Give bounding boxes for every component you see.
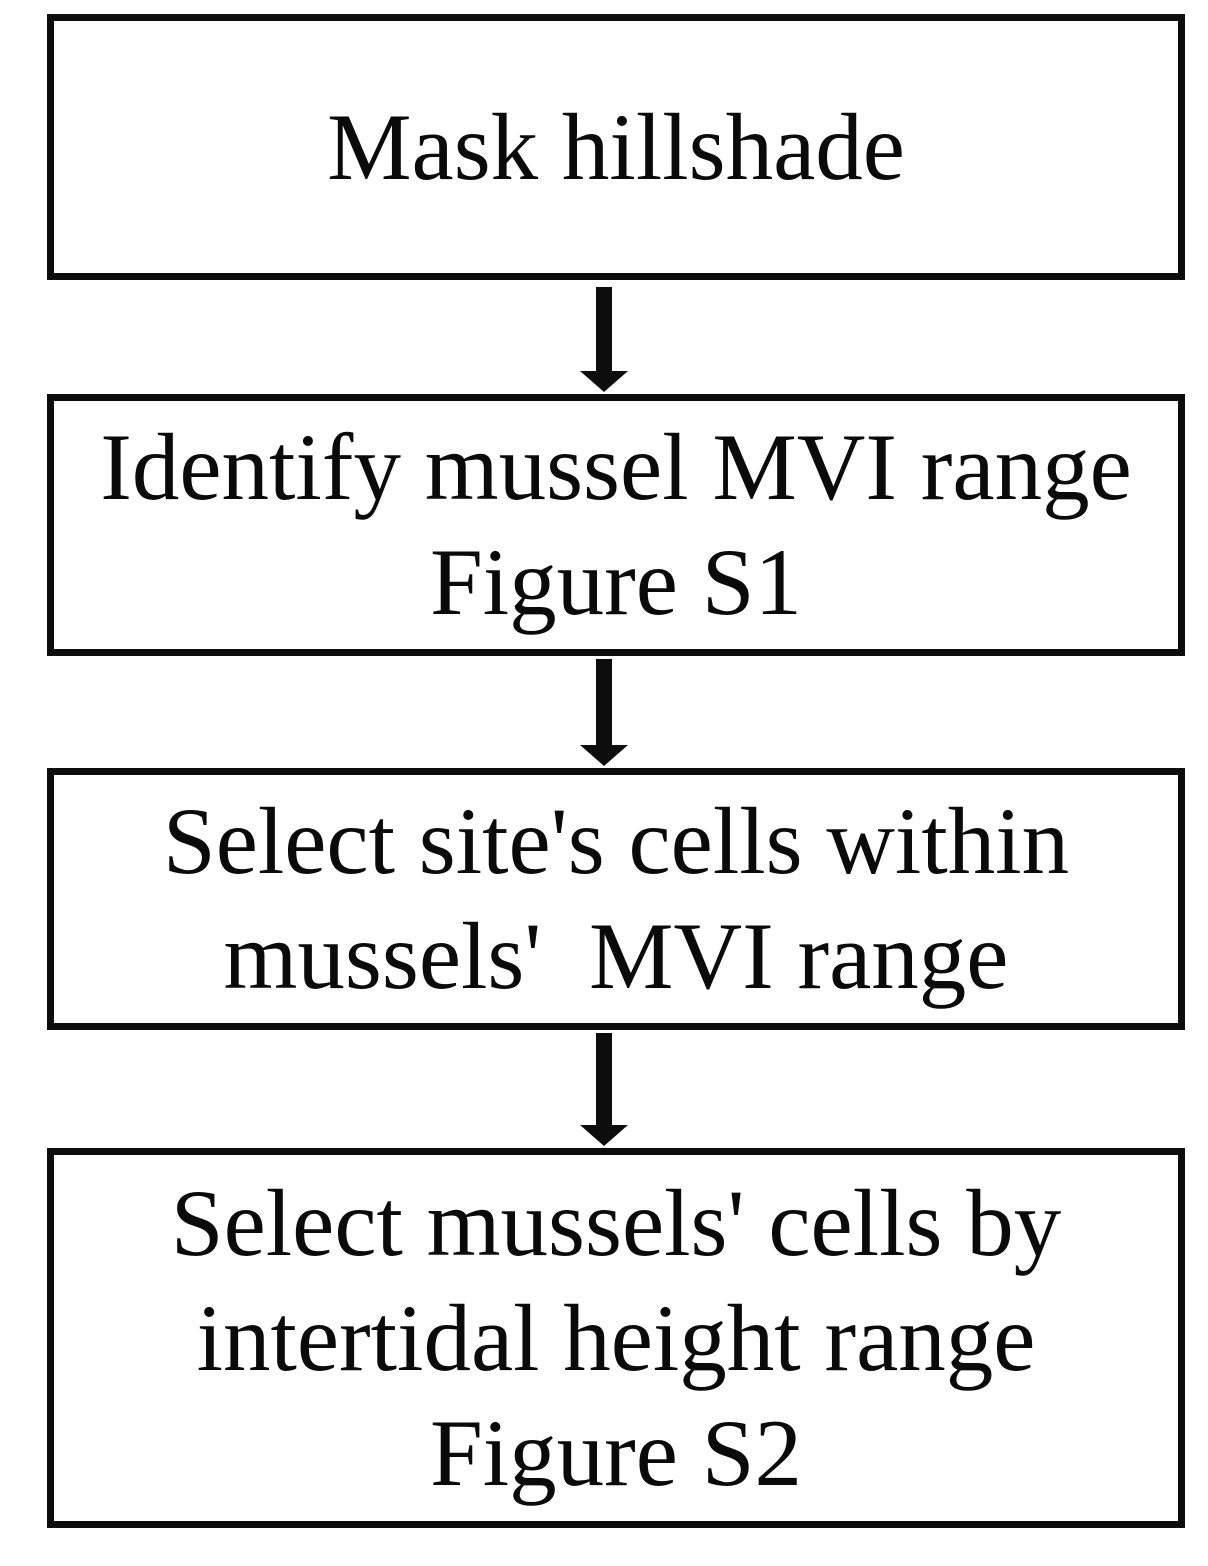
arrow-head-icon bbox=[580, 745, 628, 766]
down-arrow-3 bbox=[0, 1033, 1208, 1146]
arrow-head-icon bbox=[580, 1125, 628, 1146]
flow-step-identify-mussel-mvi-range: Identify mussel MVI range Figure S1 bbox=[47, 394, 1185, 656]
flow-step-text: Identify mussel MVI range bbox=[100, 414, 1132, 520]
down-arrow-1 bbox=[0, 287, 1208, 392]
flow-step-select-site-cells: Select site's cells within mussels' MVI … bbox=[47, 768, 1185, 1030]
flow-step-figure-ref: Figure S1 bbox=[429, 529, 803, 635]
flow-step-text: mussels' MVI range bbox=[223, 903, 1009, 1009]
down-arrow-2 bbox=[0, 659, 1208, 766]
flow-step-text: Select site's cells within bbox=[162, 788, 1070, 894]
flow-step-select-mussels-cells: Select mussels' cells by intertidal heig… bbox=[47, 1148, 1185, 1528]
arrow-shaft bbox=[596, 1033, 612, 1125]
flow-step-text: Select mussels' cells by bbox=[170, 1169, 1062, 1276]
flow-step-figure-ref: Figure S2 bbox=[429, 1399, 803, 1506]
flow-step-text: intertidal height range bbox=[196, 1284, 1036, 1391]
flow-step-mask-hillshade: Mask hillshade bbox=[47, 14, 1185, 280]
arrow-shaft bbox=[596, 287, 612, 371]
arrow-shaft bbox=[596, 659, 612, 745]
arrow-head-icon bbox=[580, 371, 628, 392]
flow-step-text: Mask hillshade bbox=[327, 93, 905, 200]
